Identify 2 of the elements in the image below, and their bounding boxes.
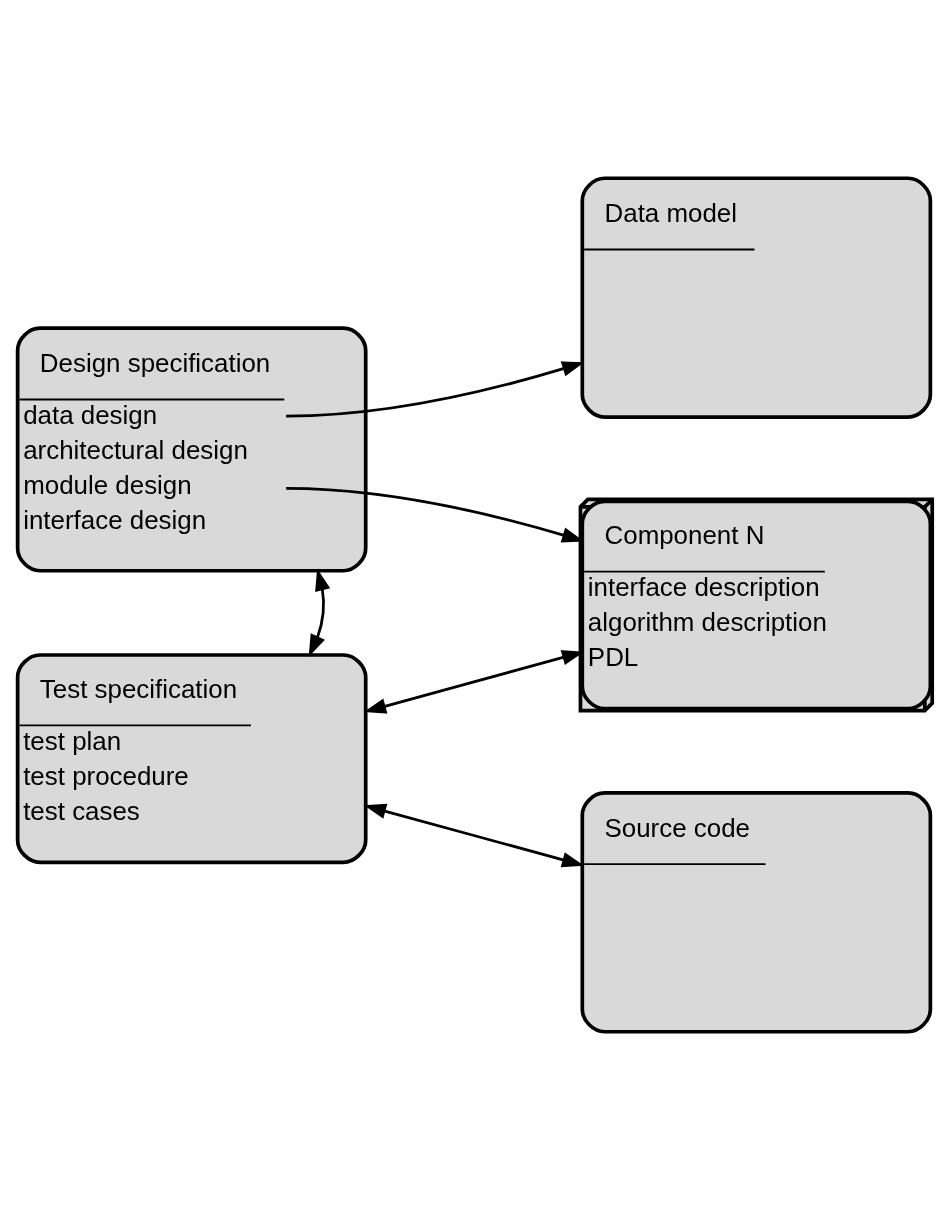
arrow bbox=[286, 360, 585, 418]
arrow bbox=[308, 568, 331, 657]
